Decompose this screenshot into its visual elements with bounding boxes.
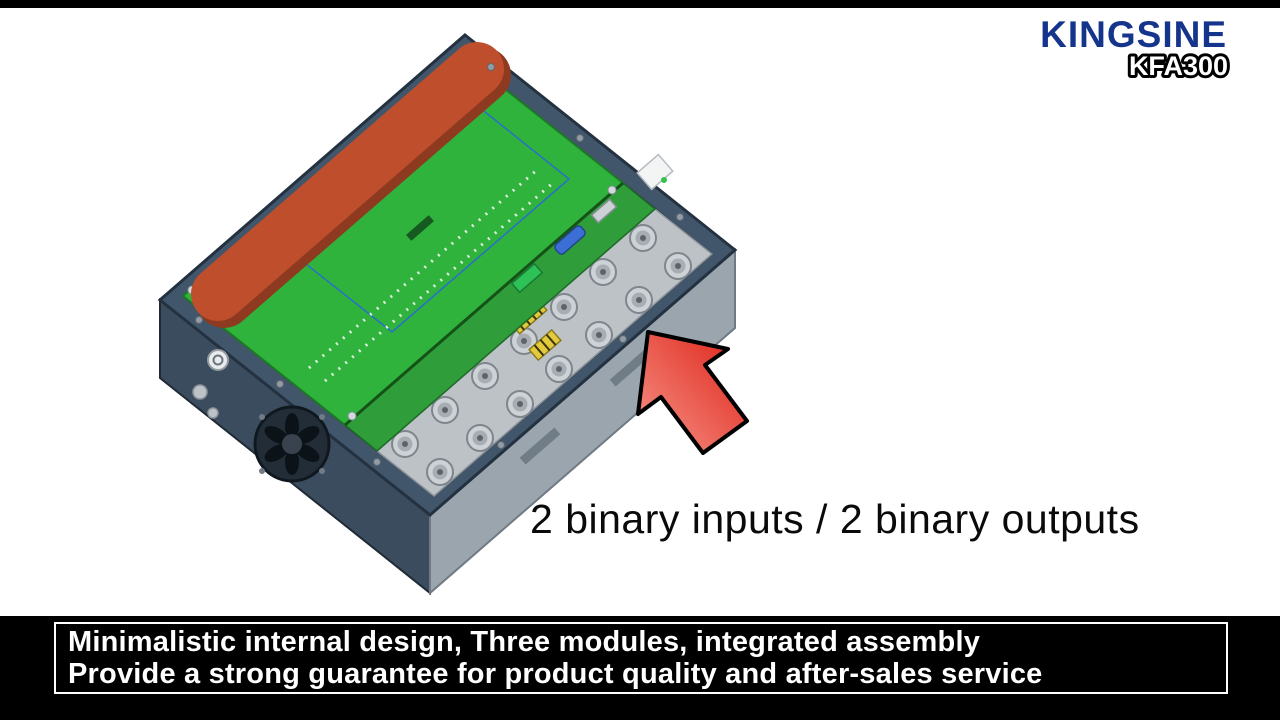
feature-caption: 2 binary inputs / 2 binary outputs xyxy=(530,496,1140,542)
model-number-text: KFA300 xyxy=(1129,51,1228,81)
bottom-banner: Minimalistic internal design, Three modu… xyxy=(54,622,1228,694)
brand-logo: KINGSINE xyxy=(1040,14,1227,55)
banner-line2: Provide a strong guarantee for product q… xyxy=(68,658,1043,690)
banner-line1: Minimalistic internal design, Three modu… xyxy=(68,626,981,658)
model-badge: KFA300 xyxy=(1126,48,1231,84)
